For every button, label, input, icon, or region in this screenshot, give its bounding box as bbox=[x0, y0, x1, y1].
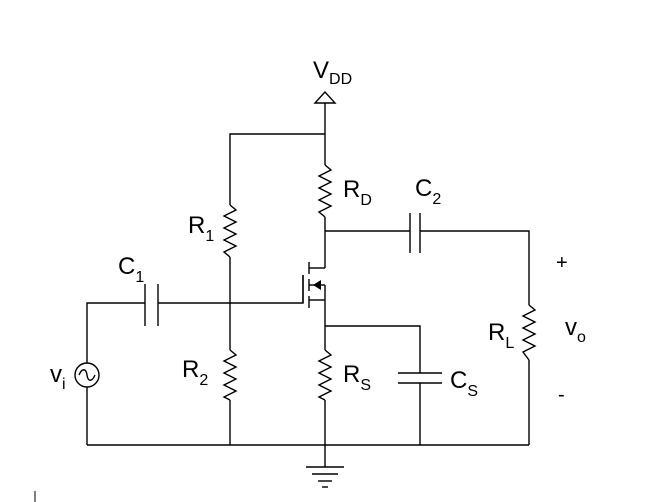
r2-label: R2 bbox=[182, 356, 208, 389]
vo-label: vo bbox=[565, 314, 586, 346]
vi-label: vi bbox=[50, 361, 66, 393]
ac-source-icon bbox=[74, 362, 100, 388]
resistor-r1-icon bbox=[222, 204, 238, 258]
c2-label: C2 bbox=[415, 175, 441, 208]
vdd-terminal-icon bbox=[313, 90, 337, 104]
rs-label: RS bbox=[343, 361, 371, 394]
capacitor-c2-icon bbox=[409, 213, 421, 253]
ground-icon bbox=[306, 466, 344, 488]
resistor-rl-icon bbox=[521, 304, 537, 361]
resistor-rs-icon bbox=[317, 349, 333, 401]
minus-sign: - bbox=[558, 384, 565, 406]
r1-label: R1 bbox=[188, 212, 214, 245]
circuit-wires bbox=[86, 103, 530, 467]
mosfet-icon bbox=[302, 262, 326, 308]
cs-label: CS bbox=[450, 367, 478, 400]
capacitor-cs-icon bbox=[398, 372, 442, 384]
vdd-label: VDD bbox=[313, 57, 352, 88]
c1-label: C1 bbox=[118, 253, 144, 286]
rd-label: RD bbox=[343, 176, 372, 209]
resistor-r2-icon bbox=[222, 349, 238, 401]
plus-sign: + bbox=[556, 252, 568, 274]
capacitor-c1-icon bbox=[144, 284, 159, 326]
resistor-rd-icon bbox=[317, 164, 333, 218]
rl-label: RL bbox=[488, 319, 514, 352]
